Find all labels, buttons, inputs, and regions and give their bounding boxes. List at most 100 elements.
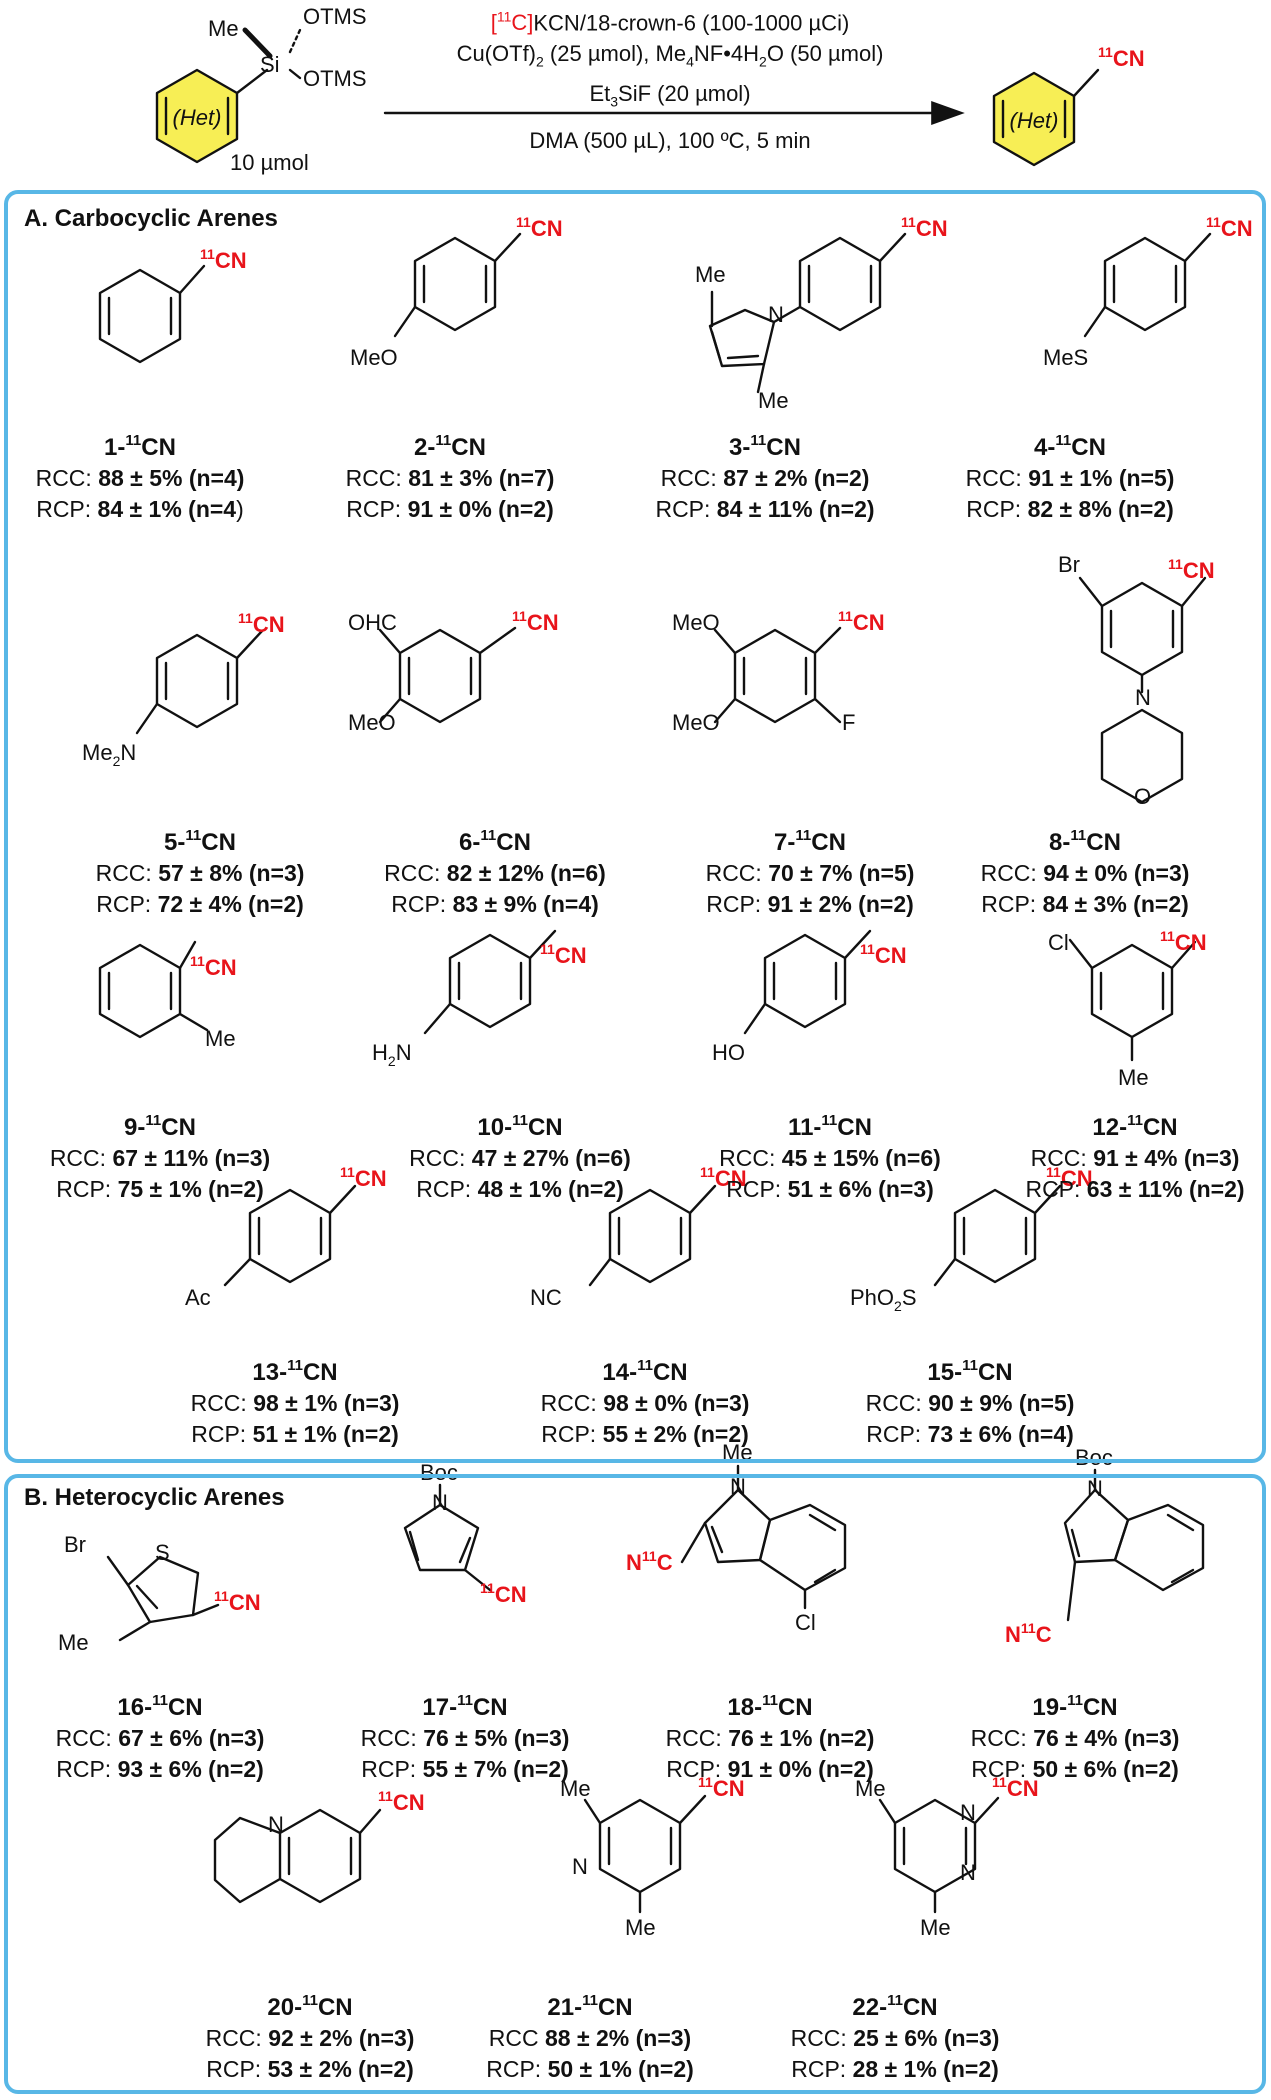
- ho-label-11: HO: [712, 1040, 745, 1065]
- rcp-row: RCP: 50 ± 1% (n=2): [486, 2056, 694, 2082]
- rcp-row: RCP: 48 ± 1% (n=2): [416, 1176, 624, 1202]
- structure-12: [1068, 938, 1197, 1062]
- n-label-22b: N: [960, 1860, 976, 1885]
- rcp-row: RCP: 73 ± 6% (n=4): [866, 1421, 1074, 1447]
- rcc-row: RCC: 67 ± 11% (n=3): [49, 1145, 271, 1171]
- structure-8: [1078, 576, 1207, 804]
- rcp-row: RCP: 50 ± 6% (n=2): [971, 1756, 1179, 1782]
- compound-id: 7-11CN: [774, 827, 846, 856]
- rcc-row: RCC 88 ± 2% (n=3): [488, 2025, 692, 2051]
- si-otms-bond-2: [288, 68, 302, 80]
- structure-22: [878, 1796, 1000, 1914]
- reagent-isotope-bracket: [11C]: [490, 9, 534, 36]
- cn-label-6: 11CN: [512, 608, 559, 635]
- rcp-row: RCP: 91 ± 0% (n=2): [666, 1756, 874, 1782]
- structure-15: [933, 1184, 1062, 1287]
- rcp-row: RCP: 51 ± 1% (n=2): [191, 1421, 399, 1447]
- boc-label-17: Boc: [420, 1460, 458, 1485]
- s-label-16: S: [155, 1540, 170, 1565]
- rcc-row: RCC: 76 ± 1% (n=2): [665, 1725, 875, 1751]
- compound-19: 19-11CN RCC: 76 ± 4% (n=3) RCP: 50 ± 6% (n…: [925, 1685, 1225, 1785]
- panel-heterocyclic: [4, 1474, 1266, 2094]
- het-label-sm: (Het): [173, 105, 222, 130]
- rcp-row: RCP: 72 ± 4% (n=2): [96, 891, 304, 917]
- cn-label-13: 11CN: [340, 1164, 387, 1191]
- rcp-row: RCP: 55 ± 2% (n=2): [541, 1421, 749, 1447]
- compound-id: 22-11CN: [852, 1992, 938, 2021]
- structure-11: [743, 929, 872, 1035]
- cn-label-7: 11CN: [838, 608, 885, 635]
- cn-label-19: N11C: [1005, 1620, 1052, 1647]
- f-label-7: F: [842, 710, 855, 735]
- ohc-label-6: OHC: [348, 610, 397, 635]
- rcc-row: RCC: 94 ± 0% (n=3): [980, 860, 1190, 886]
- rcc-row: RCC: 70 ± 7% (n=5): [705, 860, 915, 886]
- si-otms-dash-1: [288, 28, 302, 54]
- product-ring: [992, 68, 1100, 167]
- rcp-row: RCP: 51 ± 6% (n=3): [726, 1176, 934, 1202]
- condition-solvent: DMA (500 µL), 100 ºC, 5 min: [529, 128, 811, 154]
- compound-id: 18-11CN: [727, 1692, 813, 1721]
- structure-2: [393, 232, 522, 338]
- n-label-8: N: [1135, 685, 1151, 710]
- compound-id: 12-11CN: [1092, 1112, 1178, 1141]
- si-me-wedge: [242, 27, 273, 59]
- rcc-row: RCC: 98 ± 1% (n=3): [190, 1390, 400, 1416]
- compound-id: 8-11CN: [1049, 827, 1121, 856]
- boc-label-19: Boc: [1075, 1445, 1113, 1470]
- panel-heterocyclic-title: B. Heterocyclic Arenes: [24, 1484, 285, 1511]
- cn-label-14: 11CN: [700, 1164, 747, 1191]
- otms-label-2: OTMS: [303, 66, 367, 91]
- cn-label-9: 11CN: [190, 953, 237, 980]
- rcc-row: RCC: 25 ± 6% (n=3): [790, 2025, 1000, 2051]
- compound-id: 2-11CN: [414, 432, 486, 461]
- structure-6: [378, 626, 517, 724]
- compound-id: 1-11CN: [104, 432, 176, 461]
- meo-label-2: MeO: [350, 345, 398, 370]
- meo-label-7a: MeO: [672, 610, 720, 635]
- cn-label-2: 11CN: [516, 214, 563, 241]
- structure-13: [223, 1184, 357, 1287]
- rcp-row: RCP: 91 ± 2% (n=2): [706, 891, 914, 917]
- cn-label-4: 11CN: [1206, 214, 1253, 241]
- cn-label-3: 11CN: [901, 214, 948, 241]
- compound-id: 10-11CN: [477, 1112, 563, 1141]
- rcc-row: RCC: 47 ± 27% (n=6): [409, 1145, 631, 1171]
- structure-10: [423, 929, 557, 1035]
- compound-id: 11-11CN: [788, 1112, 872, 1141]
- rcp-row: RCP: 84 ± 3% (n=2): [981, 891, 1189, 917]
- me-label-sm: Me: [208, 16, 239, 41]
- compound-id: 15-11CN: [927, 1357, 1013, 1386]
- compound-18: 18-11CN RCC: 76 ± 1% (n=2) RCP: 91 ± 0% (n…: [620, 1685, 920, 1785]
- me-label-3b: Me: [758, 388, 789, 413]
- rcc-row: RCC: 57 ± 8% (n=3): [95, 860, 305, 886]
- h2n-label-10: H2N: [372, 1040, 412, 1069]
- structure-19: [1063, 1468, 1205, 1622]
- me-label-22a: Me: [855, 1776, 886, 1801]
- cn-label-8: 11CN: [1168, 556, 1215, 583]
- condition-silyl: Et3SiF (20 µmol): [589, 80, 751, 110]
- compound-id: 20-11CN: [267, 1992, 353, 2021]
- structure-5: [135, 629, 264, 735]
- cn-label-15: 11CN: [1046, 1164, 1093, 1191]
- compound-id: 19-11CN: [1032, 1692, 1118, 1721]
- rcp-row: RCP: 63 ± 11% (n=2): [1025, 1176, 1245, 1202]
- compound-id: 14-11CN: [602, 1357, 688, 1386]
- compound-id: 13-11CN: [252, 1357, 338, 1386]
- n-label-21: N: [572, 1854, 588, 1879]
- structure-3: [708, 232, 907, 394]
- rcc-row: RCC: 76 ± 4% (n=3): [970, 1725, 1180, 1751]
- n-label-20: N: [268, 1812, 284, 1837]
- me2n-label-5: Me2N: [82, 740, 136, 769]
- pho2s-label-15: PhO2S: [850, 1285, 917, 1314]
- panel-carbocyclic: [4, 190, 1266, 1463]
